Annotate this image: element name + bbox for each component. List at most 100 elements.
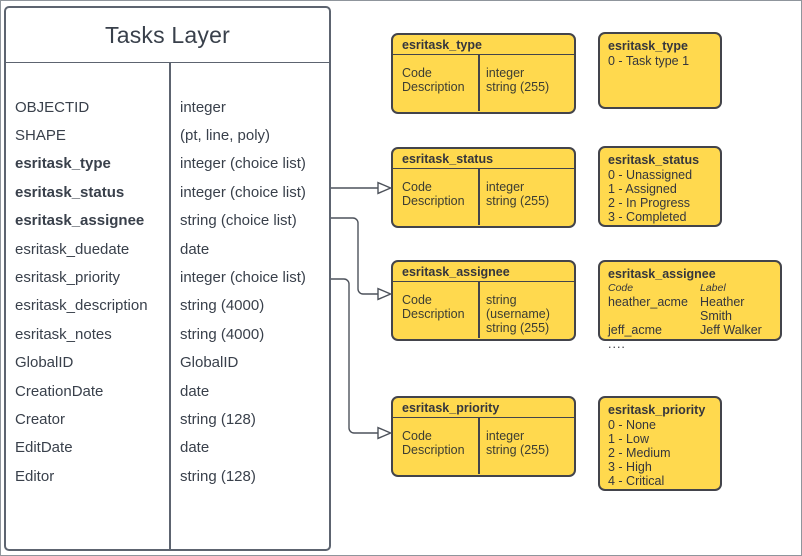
domain-table-esritask-type: esritask_type Code Description integer s… bbox=[391, 33, 576, 114]
field-type: integer bbox=[180, 98, 226, 116]
field-type: integer (choice list) bbox=[180, 269, 306, 287]
tasks-layer-field-list: OBJECTID integer SHAPE (pt, line, poly) … bbox=[6, 63, 329, 549]
field-name: CreationDate bbox=[15, 382, 104, 400]
domain-field: Code bbox=[402, 429, 432, 443]
value-list-esritask-assignee: esritask_assignee Code Label heather_acm… bbox=[598, 260, 782, 351]
field-row-esritask-duedate: esritask_duedate date bbox=[6, 235, 329, 263]
domain-field-type: string (username) bbox=[486, 293, 550, 321]
domain-table-body: Code Description integer string (255) bbox=[393, 169, 574, 225]
open-arrowhead-icon bbox=[377, 181, 393, 195]
field-type: date bbox=[180, 439, 210, 457]
column-divider bbox=[478, 418, 480, 474]
assignee-col-header-code: Code bbox=[608, 282, 634, 294]
domain-field-type: string (255) bbox=[486, 80, 550, 94]
value-list-title: esritask_priority bbox=[608, 403, 706, 417]
value-list-item: 0 - Unassigned bbox=[608, 168, 693, 182]
assignee-code: heather_acme bbox=[608, 295, 688, 309]
field-name: EditDate bbox=[15, 439, 73, 457]
field-row-esritask-type: esritask_type integer (choice list) bbox=[6, 150, 329, 178]
field-row-globalid: GlobalID GlobalID bbox=[6, 349, 329, 377]
field-name: esritask_notes bbox=[15, 325, 112, 343]
value-list-item: 0 - Task type 1 bbox=[608, 54, 690, 68]
open-arrowhead-icon bbox=[377, 287, 393, 301]
assignee-col-header-label: Label bbox=[700, 282, 726, 294]
field-name: OBJECTID bbox=[15, 98, 90, 116]
domain-table-body: Code Description string (username) strin… bbox=[393, 282, 574, 338]
field-name: esritask_assignee bbox=[15, 212, 145, 230]
field-row-esritask-description: esritask_description string (4000) bbox=[6, 292, 329, 320]
field-type: string (4000) bbox=[180, 297, 265, 315]
domain-field-type: integer bbox=[486, 429, 525, 443]
field-type: integer (choice list) bbox=[180, 155, 306, 173]
field-name: GlobalID bbox=[15, 354, 74, 372]
value-list-item: 2 - Medium bbox=[608, 446, 671, 460]
field-row-objectid: OBJECTID integer bbox=[6, 93, 329, 121]
field-row-shape: SHAPE (pt, line, poly) bbox=[6, 121, 329, 149]
assignee-label: Heather Smith bbox=[700, 295, 745, 323]
domain-table-title: esritask_status bbox=[393, 149, 574, 169]
connector-esritask-status bbox=[331, 181, 393, 195]
field-row-editor: Editor string (128) bbox=[6, 462, 329, 490]
field-type: integer (choice list) bbox=[180, 183, 306, 201]
assignee-label: Jeff Walker bbox=[700, 323, 762, 337]
value-list-item: 0 - None bbox=[608, 418, 656, 432]
domain-table-body: Code Description integer string (255) bbox=[393, 418, 574, 474]
assignee-code: jeff_acme bbox=[608, 323, 662, 337]
column-divider bbox=[169, 63, 171, 549]
field-type: (pt, line, poly) bbox=[180, 127, 271, 145]
field-type: date bbox=[180, 382, 210, 400]
field-row-creator: Creator string (128) bbox=[6, 405, 329, 433]
domain-field: Description bbox=[402, 80, 465, 94]
connector-esritask-priority bbox=[331, 278, 393, 440]
column-divider bbox=[478, 282, 480, 338]
domain-field: Code bbox=[402, 66, 432, 80]
field-row-esritask-status: esritask_status integer (choice list) bbox=[6, 178, 329, 206]
domain-field: Code bbox=[402, 293, 432, 307]
field-row-esritask-notes: esritask_notes string (4000) bbox=[6, 320, 329, 348]
field-row-creationdate: CreationDate date bbox=[6, 377, 329, 405]
value-list-item: 1 - Assigned bbox=[608, 182, 677, 196]
domain-field: Description bbox=[402, 307, 465, 321]
domain-table-title: esritask_priority bbox=[393, 398, 574, 418]
field-row-editdate: EditDate date bbox=[6, 434, 329, 462]
domain-field: Description bbox=[402, 194, 465, 208]
field-type: string (128) bbox=[180, 467, 256, 485]
field-name: esritask_duedate bbox=[15, 240, 130, 258]
value-list-esritask-priority: esritask_priority 0 - None 1 - Low 2 - M… bbox=[598, 396, 722, 491]
column-divider bbox=[478, 169, 480, 225]
field-row-esritask-assignee: esritask_assignee string (choice list) bbox=[6, 207, 329, 235]
domain-field-type: string (255) bbox=[486, 194, 550, 208]
domain-table-esritask-priority: esritask_priority Code Description integ… bbox=[391, 396, 576, 477]
field-name: esritask_type bbox=[15, 155, 111, 173]
field-name: Creator bbox=[15, 410, 66, 428]
domain-table-title: esritask_assignee bbox=[393, 262, 574, 282]
value-list-title: esritask_status bbox=[608, 153, 700, 167]
value-list-item: 4 - Critical bbox=[608, 474, 665, 488]
assignee-more-indicator: .... bbox=[608, 337, 626, 351]
value-list-title: esritask_type bbox=[608, 39, 688, 53]
field-type: string (128) bbox=[180, 410, 256, 428]
connector-esritask-assignee bbox=[331, 217, 393, 301]
field-name: esritask_priority bbox=[15, 269, 121, 287]
domain-field-type: integer bbox=[486, 180, 525, 194]
domain-field-type: string (255) bbox=[486, 443, 550, 457]
value-list-item: 2 - In Progress bbox=[608, 196, 690, 210]
field-type: GlobalID bbox=[180, 354, 239, 372]
domain-table-esritask-status: esritask_status Code Description integer… bbox=[391, 147, 576, 228]
field-name: esritask_status bbox=[15, 183, 125, 201]
value-list-esritask-status: esritask_status 0 - Unassigned 1 - Assig… bbox=[598, 146, 722, 227]
domain-field: Description bbox=[402, 443, 465, 457]
domain-table-body: Code Description integer string (255) bbox=[393, 55, 574, 111]
value-list-esritask-type: esritask_type 0 - Task type 1 bbox=[598, 32, 722, 109]
value-list-item: 3 - High bbox=[608, 460, 652, 474]
domain-field-type: string (255) bbox=[486, 321, 550, 335]
tasks-layer-title: Tasks Layer bbox=[6, 8, 329, 63]
domain-table-title: esritask_type bbox=[393, 35, 574, 55]
tasks-layer-table: Tasks Layer OBJECTID integer SHAPE (pt, … bbox=[4, 6, 331, 551]
field-type: string (4000) bbox=[180, 325, 265, 343]
field-row-esritask-priority: esritask_priority integer (choice list) bbox=[6, 263, 329, 291]
field-name: esritask_description bbox=[15, 297, 148, 315]
field-name: Editor bbox=[15, 467, 55, 485]
column-divider bbox=[478, 55, 480, 111]
